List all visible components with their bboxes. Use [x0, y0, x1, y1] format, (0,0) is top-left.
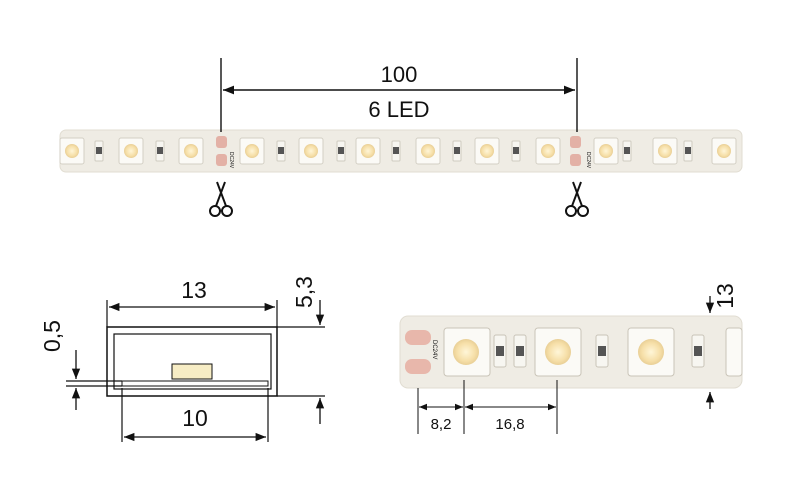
- detail-resistor: [691, 334, 705, 368]
- led-chip: [171, 363, 213, 380]
- width-outer-label: 13: [181, 277, 207, 303]
- strip-led: [118, 137, 144, 165]
- strip-resistor: [276, 140, 286, 162]
- strip-print-right: DC24V: [585, 152, 591, 169]
- inner-profile: [113, 333, 272, 390]
- strip-resistor: [391, 140, 401, 162]
- length-value: 100: [381, 62, 418, 87]
- detail-strip-print: DC24V: [431, 340, 437, 359]
- detail-resistor: [493, 334, 507, 368]
- cut-pad-right: [570, 136, 581, 166]
- strip-print-left: DC24V: [228, 152, 234, 169]
- strip-led: [178, 137, 204, 165]
- cut-pad-left: [216, 136, 227, 166]
- length-dimension: 100 6 LED: [220, 58, 578, 132]
- cross-section: 13 10 5,3 0,5: [39, 276, 325, 442]
- detail-height-label: 13: [712, 283, 738, 309]
- detail-resistor: [595, 334, 609, 368]
- strip-led: [298, 137, 324, 165]
- strip-led: [239, 137, 265, 165]
- pcb-layer: [121, 380, 269, 387]
- detail-led-strip: DC24V: [399, 283, 743, 434]
- strip-led: [652, 137, 678, 165]
- scissors-icon: [209, 181, 233, 217]
- scissors-icon: [565, 181, 589, 217]
- detail-led-partial: [725, 327, 743, 377]
- strip-led: [593, 137, 619, 165]
- led-count: 6 LED: [368, 97, 429, 122]
- detail-led: [627, 327, 675, 377]
- detail-led: [443, 327, 491, 377]
- detail-resistor: [513, 334, 527, 368]
- top-led-strip: DC24V DC24V: [59, 129, 743, 173]
- strip-led: [355, 137, 381, 165]
- strip-led: [711, 137, 737, 165]
- strip-resistor: [683, 140, 693, 162]
- outer-profile: [106, 326, 278, 397]
- offset-label: 8,2: [431, 416, 452, 433]
- strip-resistor: [336, 140, 346, 162]
- pitch-label: 16,8: [495, 416, 524, 433]
- strip-led: [535, 137, 561, 165]
- detail-cut-pad: [405, 330, 431, 374]
- strip-resistor: [452, 140, 462, 162]
- strip-led: [474, 137, 500, 165]
- thickness-label: 0,5: [39, 320, 65, 352]
- strip-resistor: [511, 140, 521, 162]
- strip-resistor: [622, 140, 632, 162]
- height-label: 5,3: [291, 276, 317, 308]
- strip-resistor: [155, 140, 165, 162]
- strip-led: [415, 137, 441, 165]
- detail-led: [534, 327, 582, 377]
- width-inner-label: 10: [182, 405, 208, 431]
- strip-resistor: [94, 140, 104, 162]
- led-row: [59, 137, 737, 165]
- strip-led: [59, 137, 85, 165]
